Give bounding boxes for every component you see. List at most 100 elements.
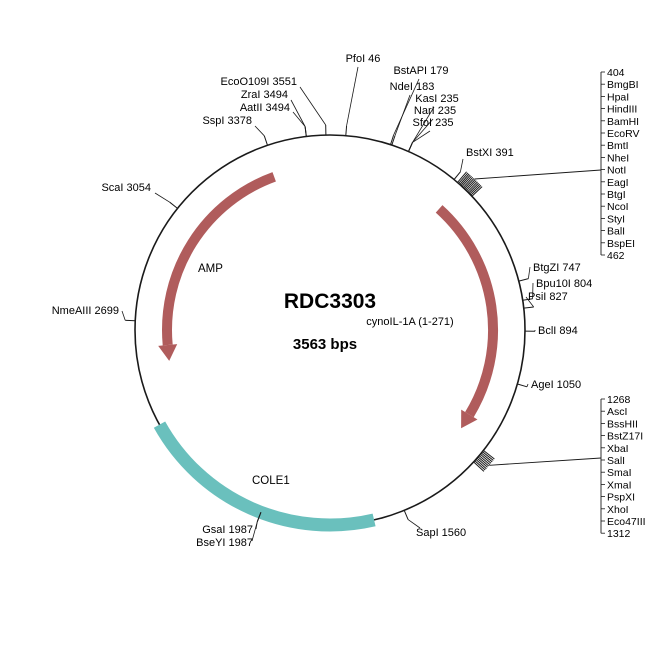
site-label-BstAPI: BstAPI 179 — [393, 65, 448, 77]
stack-site-tick — [469, 183, 481, 195]
stack-site-tick — [465, 179, 476, 191]
stack-site-label: StyI — [607, 213, 625, 225]
stack-connector-line — [489, 457, 602, 466]
feature-AMP — [162, 172, 276, 346]
site-label-NarI: NarI 235 — [414, 105, 456, 117]
stack-site-label: NheI — [607, 152, 629, 164]
site-leader-KasI — [412, 106, 435, 143]
stack-site-tick — [471, 186, 483, 197]
stack-site-label: BspEI — [607, 238, 635, 250]
stack-site-tick — [475, 459, 487, 470]
stack-site-tick — [474, 460, 486, 471]
stack-site-label: BstZ17I — [607, 431, 643, 443]
plasmid-size: 3563 bps — [293, 336, 357, 353]
site-label-BtgZI: BtgZI 747 — [533, 262, 581, 274]
site-tick-PsiI — [523, 306, 534, 309]
stack-site-tick — [462, 176, 474, 188]
stack-site-tick — [467, 181, 478, 193]
site-leader-AgeI — [526, 383, 529, 387]
stack-site-label: Eco47III — [607, 516, 646, 528]
stack-site-tick — [459, 173, 470, 185]
stack-site-tick — [476, 457, 488, 468]
stack-site-label: XbaI — [607, 443, 629, 455]
stack-site-tick — [461, 175, 472, 187]
stack-site-label: 1268 — [607, 394, 631, 406]
site-leader-SspI — [254, 125, 265, 137]
site-tick-SspI — [263, 135, 268, 146]
stack-site-tick — [468, 182, 479, 194]
site-tick-NdeI — [391, 135, 396, 146]
site-leader-PsiI — [525, 296, 535, 308]
site-leader-BstAPI — [393, 78, 420, 136]
site-label-EcoO109I: EcoO109I 3551 — [221, 76, 297, 88]
site-leader-PfoI — [346, 66, 359, 126]
site-label-KasI: KasI 235 — [415, 93, 458, 105]
stack-site-label: EagI — [607, 177, 629, 189]
site-label-ScaI: ScaI 3054 — [101, 182, 151, 194]
stack-site-label: XhoI — [607, 504, 629, 516]
site-label-PfoI: PfoI 46 — [346, 53, 381, 65]
site-leader-ScaI — [154, 192, 170, 203]
site-tick-AgeI — [517, 383, 528, 388]
stack-site-label: NcoI — [607, 201, 629, 213]
stack-site-label: BamHI — [607, 116, 639, 128]
site-tick-BstXI — [453, 171, 461, 180]
stack-site-label: BssHII — [607, 418, 638, 430]
stack-site-label: XmaI — [607, 479, 632, 491]
site-tick-PfoI — [345, 125, 348, 136]
site-leader-SapI — [407, 519, 421, 529]
site-label-SspI: SspI 3378 — [202, 115, 252, 127]
site-leader-SfoI — [412, 130, 431, 143]
site-leader-ZraI — [290, 99, 306, 127]
stack-site-label: BmtI — [607, 140, 629, 152]
stack-site-label: EcoRV — [607, 128, 640, 140]
site-label-AatII: AatII 3494 — [240, 102, 290, 114]
site-tick-BstAPI — [390, 134, 395, 145]
stack-site-tick — [463, 178, 475, 189]
stack-site-label: 1312 — [607, 528, 631, 540]
site-label-NdeI: NdeI 183 — [390, 81, 435, 93]
site-label-BseYI: BseYI 1987 — [196, 537, 253, 549]
site-label-GsaI: GsaI 1987 — [202, 524, 253, 536]
feature-cynoIL-1A — [435, 205, 499, 418]
feature-arrowhead-AMP — [158, 344, 178, 361]
site-label-SapI: SapI 1560 — [416, 527, 466, 539]
stack-site-label: AscI — [607, 406, 627, 418]
site-tick-SapI — [403, 510, 409, 520]
site-label-SfoI: SfoI 235 — [413, 117, 454, 129]
site-label-BclI: BclI 894 — [538, 325, 578, 337]
stack-connector-line — [474, 169, 602, 180]
stack-site-label: BtgI — [607, 189, 626, 201]
site-label-AgeI: AgeI 1050 — [531, 379, 581, 391]
stack-site-tick — [477, 456, 490, 467]
stack-site-tick — [478, 455, 491, 465]
site-tick-NmeAIII — [125, 319, 136, 322]
stack-site-label: 404 — [607, 67, 625, 79]
stack-site-label: PspXI — [607, 492, 635, 504]
stack-site-tick — [466, 180, 477, 192]
site-leader-NarI — [412, 118, 434, 143]
site-label-NmeAIII: NmeAIII 2699 — [52, 305, 119, 317]
site-tick-ScaI — [169, 201, 178, 209]
insert-label: cynoIL-1A (1-271) — [366, 316, 453, 328]
stack-site-label: BalI — [607, 226, 625, 238]
stack-site-label: NotI — [607, 165, 626, 177]
site-leader-BseYI — [251, 521, 258, 542]
stack-site-tick — [480, 452, 493, 463]
stack-site-label: HindIII — [607, 104, 637, 116]
site-label-BstXI: BstXI 391 — [466, 147, 514, 159]
site-leader-EcoO109I — [299, 86, 327, 126]
stack-site-tick — [483, 450, 495, 460]
stack-site-label: SalI — [607, 455, 625, 467]
site-tick-ZraI — [304, 126, 307, 137]
stack-site-tick — [457, 171, 467, 183]
stack-site-tick — [482, 451, 494, 461]
stack-site-tick — [460, 174, 471, 186]
stack-site-tick — [479, 453, 492, 464]
site-tick-BseYI — [256, 512, 262, 522]
site-tick-SfoI — [408, 142, 413, 152]
site-leader-BtgZI — [528, 266, 531, 279]
site-label-PsiI: PsiI 827 — [528, 291, 568, 303]
stack-site-label: BmgBI — [607, 79, 639, 91]
